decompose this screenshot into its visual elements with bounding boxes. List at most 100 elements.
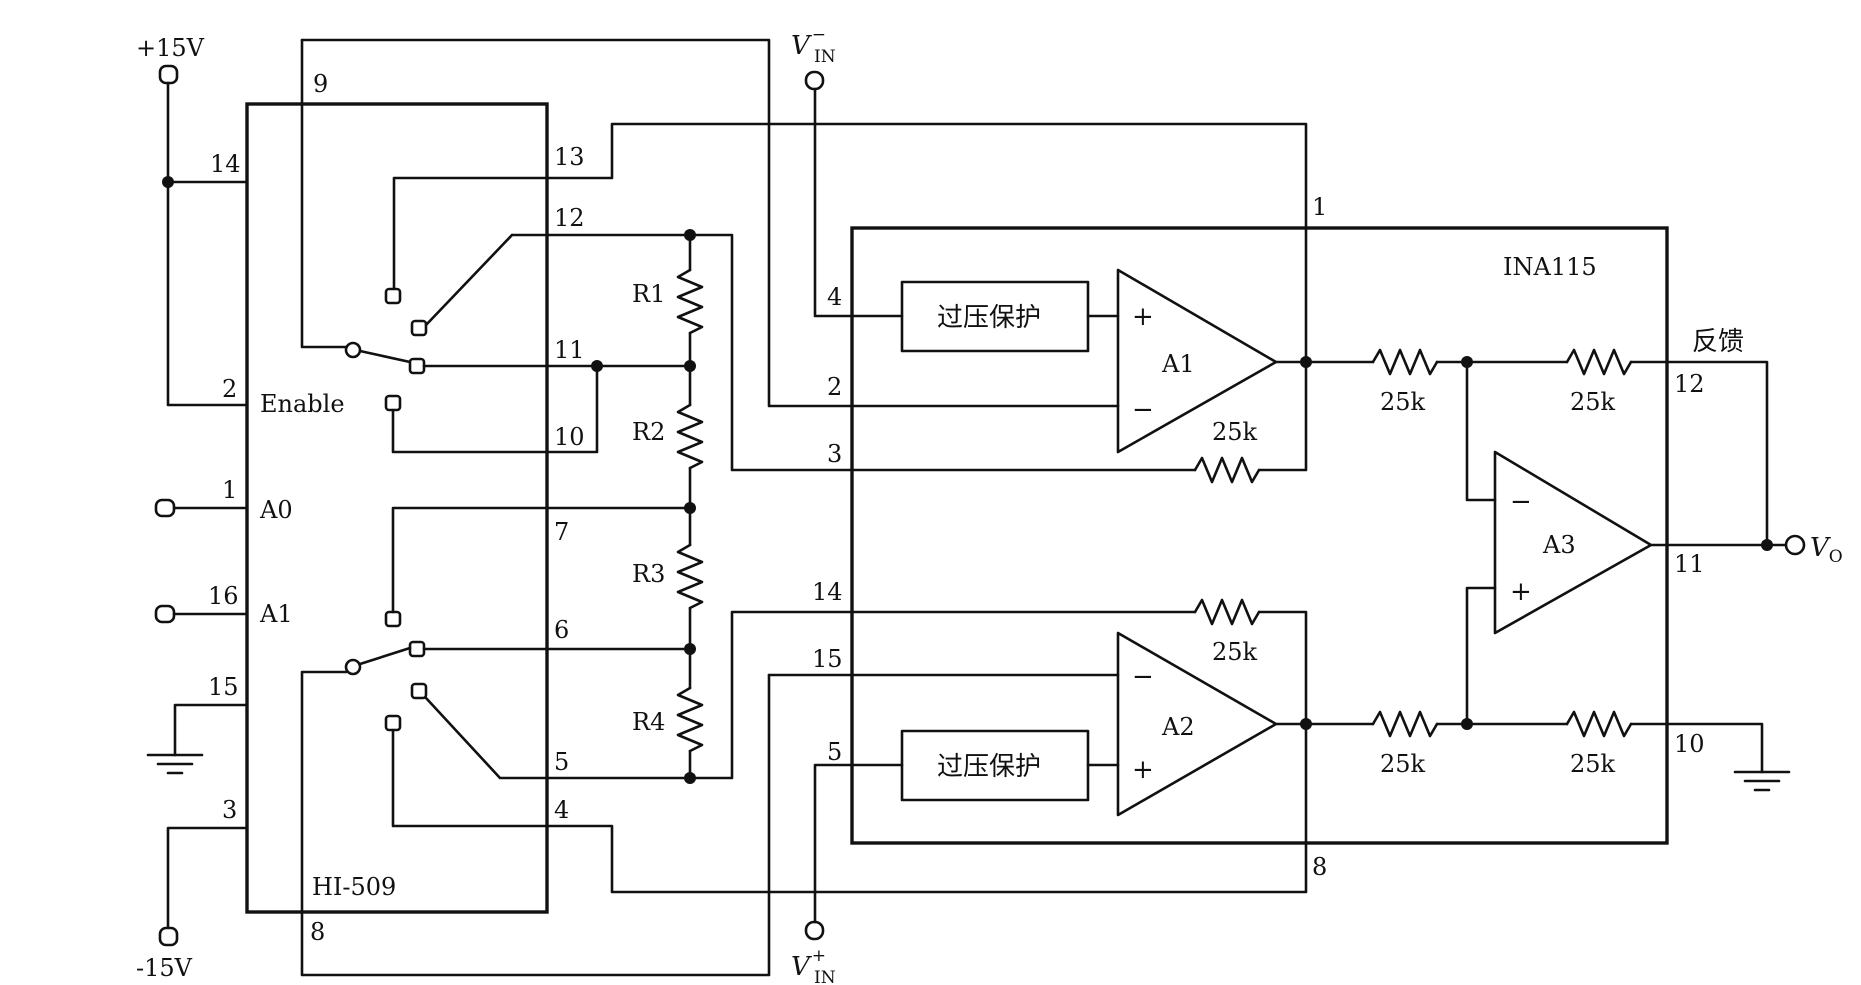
mux-pin-13: 13 [554, 143, 585, 171]
a1-feedback-value: 25k [1212, 418, 1258, 446]
neg-supply-terminal [158, 926, 179, 947]
mux-switch-upper [300, 38, 549, 454]
pin12-internal [424, 233, 514, 327]
pin7-internal [391, 506, 549, 614]
mux-pin-9: 9 [313, 70, 328, 98]
ina-pin-5: 5 [827, 738, 842, 766]
mux-pin-11: 11 [554, 336, 585, 364]
r2-label: R2 [632, 418, 665, 446]
opamp-a3 [1493, 450, 1653, 635]
a1-minus: − [1132, 395, 1154, 425]
r2-resistor [676, 403, 704, 470]
a3-minus: − [1510, 487, 1532, 517]
mux-pin-3: 3 [222, 796, 237, 824]
switch-arm-lower [358, 646, 412, 666]
ina-pin-12: 12 [1674, 370, 1705, 398]
ina-pin-4: 4 [827, 283, 842, 311]
mux-pin-6: 6 [554, 616, 569, 644]
r1-resistor [676, 268, 704, 335]
r1-label: R1 [632, 280, 665, 308]
a2-plus: + [1132, 755, 1154, 785]
mux4-to-ina8 [545, 723, 1308, 894]
a1-feedback-resistor [1193, 456, 1261, 484]
mux-switch-lower [300, 506, 771, 977]
interconnects [300, 38, 1308, 894]
r4-label: R4 [632, 708, 665, 736]
ina115-body [850, 226, 1669, 845]
upper-input-resistor [1371, 348, 1439, 376]
neg-supply-label: -15V [136, 954, 193, 982]
vin-minus-terminal [804, 70, 825, 91]
feedback-wire [1629, 360, 1769, 547]
switch-arm-upper [358, 349, 412, 364]
ladder-top-to-ina3 [688, 233, 1197, 472]
a2-label: A2 [1161, 713, 1195, 741]
upper-feedback-resistor-value: 25k [1570, 388, 1616, 416]
mux-pin-14: 14 [210, 150, 241, 178]
pos-supply-label: +15V [136, 34, 205, 62]
protect-label-lower: 过压保护 [937, 752, 1041, 782]
vin-plus-terminal [804, 920, 825, 941]
mux-pin-4: 4 [554, 796, 569, 824]
r3-label: R3 [632, 560, 665, 588]
pin10-link [545, 364, 599, 454]
pin10-internal [391, 408, 549, 454]
ina-pin-2: 2 [827, 373, 842, 401]
mux-pin-8: 8 [310, 918, 325, 946]
enable-wire [166, 81, 249, 407]
lower-input-resistor [1371, 710, 1439, 738]
junction-dot [162, 176, 174, 188]
mux13-to-ina1 [545, 122, 1308, 364]
mux-pin-16: 16 [208, 582, 239, 610]
ina-pin-8: 8 [1312, 853, 1327, 881]
switch-pole-lower [344, 658, 362, 676]
address-inputs: 1 16 [154, 476, 249, 624]
a2-feedback-value: 25k [1212, 638, 1258, 666]
ina115-name: INA115 [1503, 253, 1597, 281]
switch-pole-upper [344, 341, 362, 359]
mux-pin-2: 2 [222, 375, 237, 403]
r4-resistor [676, 686, 704, 753]
enable-label: Enable [260, 390, 345, 418]
lower-input-resistor-value: 25k [1380, 750, 1426, 778]
pin15-wire [173, 703, 249, 757]
pin3-wire [166, 826, 249, 930]
ina-pin-11: 11 [1674, 550, 1705, 578]
upper-input-resistor-value: 25k [1380, 388, 1426, 416]
pos-supply: +15V [136, 34, 249, 407]
a3-label: A3 [1542, 531, 1576, 559]
a1-terminal [154, 604, 176, 624]
mux-pin-15: 15 [208, 673, 239, 701]
ina-pin-10: 10 [1674, 730, 1705, 758]
mux-pin-10: 10 [554, 423, 585, 451]
mux-pin-1: 1 [222, 476, 237, 504]
ina-pin-14: 14 [812, 578, 843, 606]
resistor-ladder: R1 R2 R3 R4 [545, 229, 704, 784]
upper-feedback-resistor [1565, 348, 1633, 376]
a2-feedback-resistor [1193, 598, 1261, 626]
mux-ground: 15 [146, 673, 249, 775]
output-label: VO [1810, 533, 1843, 567]
mux-pin-5: 5 [554, 748, 569, 776]
r3-resistor [676, 543, 704, 610]
feedback-label: 反馈 [1692, 327, 1744, 357]
a1-plus: + [1132, 302, 1154, 332]
a0-label: A0 [259, 496, 293, 524]
ladder-bottom-to-ina14 [688, 610, 1197, 780]
mux-pin-12: 12 [554, 204, 585, 232]
opamp-a2 [1116, 631, 1278, 817]
neg-supply: -15V 3 [136, 796, 249, 982]
pin4-internal [391, 728, 549, 828]
vin-plus-wire [813, 763, 904, 924]
vin-minus-wire [813, 87, 904, 318]
pin13-internal [392, 176, 549, 298]
ina-pin-1: 1 [1312, 193, 1327, 221]
output-terminal [1784, 534, 1806, 556]
pin8-internal [300, 670, 771, 977]
a1-label: A1 [1161, 350, 1195, 378]
vin-minus-label: V−IN [791, 25, 836, 67]
mux-pin-7: 7 [554, 518, 569, 546]
hi509-name: HI-509 [312, 873, 396, 901]
